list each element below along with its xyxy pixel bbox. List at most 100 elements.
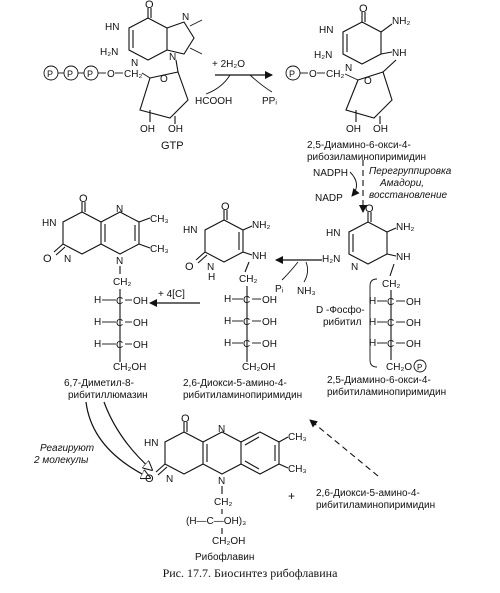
daorbp-oxo: O bbox=[365, 203, 374, 215]
gtp-2-oh: OH bbox=[140, 124, 155, 135]
doarp2-label-line-1: 2,6-Диокси-5-амино-4- bbox=[316, 488, 420, 499]
amadori-note-line-3: восстановление bbox=[369, 190, 448, 201]
dmrl-c-3: C bbox=[116, 340, 123, 351]
daorbp-p: P bbox=[417, 363, 422, 372]
doarp-nh2: NH₂ bbox=[252, 220, 270, 231]
daorbp-nh2: NH₂ bbox=[396, 222, 414, 233]
riboflavin-biosynthesis-scheme: O HN H₂N N N N O OH OH P P P O CH₂ GTP + bbox=[33, 0, 454, 563]
daorbp-h-1: H bbox=[369, 296, 376, 307]
doarp2-label: 2,6-Диокси-5-амино-4- рибитиламинопирими… bbox=[316, 488, 435, 511]
daorbp-h-2: H bbox=[369, 317, 376, 328]
deamination-arrow: Pᵢ NH₃ bbox=[275, 256, 322, 297]
doarp2-label-line-2: рибитиламинопиримидин bbox=[316, 499, 435, 511]
dmrl-oh-1: OH bbox=[133, 296, 148, 307]
gtp-p3: P bbox=[87, 69, 93, 79]
daorbp-oh-1: OH bbox=[406, 297, 421, 308]
daorp-nh: NH bbox=[392, 48, 406, 59]
gtp-p1: P bbox=[47, 69, 53, 79]
dmrl-n1: N bbox=[64, 254, 71, 265]
daorbp-ch2o: CH₂O bbox=[386, 362, 412, 373]
condensation-arrow: + 4[C] bbox=[149, 289, 200, 307]
figure-caption: Рис. 17.7. Биосинтез рибофлавина bbox=[162, 566, 338, 580]
daorbp-label: 2,5-Диамино-6-окси-4- рибитиламинопирими… bbox=[327, 375, 446, 398]
pi-product: Pᵢ bbox=[275, 284, 284, 295]
doarp-c-3: C bbox=[243, 339, 250, 350]
doarp-h-1: H bbox=[224, 294, 231, 305]
daorp-label-line-2: рибозиламинопиримидин bbox=[307, 151, 426, 163]
daorbp-ch2: CH₂ bbox=[382, 279, 400, 290]
doarp-ch2oh: CH₂OH bbox=[242, 362, 275, 373]
riboflavin-n1: N bbox=[166, 474, 173, 485]
daorbp-label-line-2: рибитиламинопиримидин bbox=[327, 386, 446, 398]
daorp-3-oh: OH bbox=[373, 124, 388, 135]
dmrl-h-2: H bbox=[94, 317, 101, 328]
daorp-h2n: H₂N bbox=[314, 50, 332, 61]
dmrl-oxo-2: O bbox=[43, 253, 52, 265]
dmrl-ch3-1: CH₃ bbox=[150, 214, 169, 225]
daorbp-c-3: C bbox=[387, 339, 394, 350]
doarp-nh: NH bbox=[252, 251, 266, 262]
doarp-h-3: H bbox=[224, 338, 231, 349]
dmrl-n8: N bbox=[116, 256, 123, 267]
doarp-hn: HN bbox=[183, 225, 197, 236]
amadori-note-line-1: Перегруппировка bbox=[369, 166, 452, 177]
gtp-3-oh: OH bbox=[168, 124, 183, 135]
daorp-structure: O HN H₂N N NH₂ NH O OH OH P O CH₂ 2,5-Ди… bbox=[285, 3, 426, 163]
daorp-p: P bbox=[289, 69, 295, 79]
riboflavin-oxo-2: O bbox=[145, 473, 154, 485]
riboflavin-ch2: CH₂ bbox=[214, 497, 232, 508]
riboflavin-hn: HN bbox=[144, 438, 158, 449]
ppi-product: PPᵢ bbox=[262, 96, 277, 107]
daorp-n3: N bbox=[345, 63, 352, 74]
daorbp-hn: HN bbox=[326, 228, 340, 239]
daorbp-c-1: C bbox=[387, 297, 394, 308]
gtp-hydrolysis-arrow: + 2H₂O HCOOH PPᵢ bbox=[195, 59, 277, 107]
dmrl-ribityl-carbons: H C OH H C OH H C OH bbox=[94, 295, 148, 351]
riboflavin-ch3-1: CH₃ bbox=[288, 432, 307, 443]
riboflavin-n10: N bbox=[218, 476, 225, 487]
dmrl-oxo-1: O bbox=[79, 193, 88, 205]
doarp-h-2: H bbox=[224, 316, 231, 327]
daorbp-nh: NH bbox=[396, 252, 410, 263]
daorp-o-link: O bbox=[309, 69, 317, 80]
gtp-n7: N bbox=[182, 12, 189, 23]
gtp-ring-o: O bbox=[160, 74, 168, 85]
riboflavin-ch3-2: CH₃ bbox=[288, 464, 307, 475]
dmrl-label: 6,7-Диметил-8- рибитиллюмазин bbox=[64, 378, 148, 401]
dmrl-structure: O HN O N N N CH₃ CH₃ CH₂ H C OH H C OH H… bbox=[42, 193, 169, 401]
gtp-o-link: O bbox=[107, 69, 115, 80]
react-two-note: Реагируют 2 молекулы bbox=[33, 443, 97, 466]
doarp-c-2: C bbox=[243, 317, 250, 328]
plus-sign: + bbox=[288, 489, 295, 503]
phosphoribityl-note-line-2: рибитил bbox=[323, 316, 362, 328]
riboflavin-ch2oh: CH₂OH bbox=[212, 536, 245, 547]
gtp-hn: HN bbox=[105, 22, 119, 33]
daorp-ring-o: O bbox=[364, 76, 372, 87]
daorp-oxo: O bbox=[359, 3, 368, 15]
daorbp-ribityl-carbons: H C OH H C OH H C OH bbox=[369, 296, 421, 350]
doarp-label-line-2: рибитиламинопиримидин bbox=[183, 389, 302, 401]
daorbp-oh-3: OH bbox=[406, 339, 421, 350]
daorbp-label-line-1: 2,5-Диамино-6-окси-4- bbox=[327, 375, 431, 386]
doarp-structure: O HN O N H NH₂ NH CH₂ H C OH H C OH H C bbox=[183, 201, 302, 401]
doarp-h: H bbox=[208, 272, 215, 283]
doarp-label-line-1: 2,6-Диокси-5-амино-4- bbox=[183, 378, 287, 389]
dmrl-hn: HN bbox=[42, 218, 56, 229]
daorp-label: 2,5-Диамино-6-окси-4- рибозиламинопирими… bbox=[307, 140, 426, 163]
dmrl-n5: N bbox=[116, 204, 123, 215]
amadori-arrow: NADPH NADP Перегруппировка Амадори, восс… bbox=[313, 160, 454, 213]
dmrl-c-1: C bbox=[116, 296, 123, 307]
amadori-note: Перегруппировка Амадори, восстановление bbox=[369, 166, 454, 201]
riboflavin-oxo-1: O bbox=[181, 413, 190, 425]
gtp-p2: P bbox=[67, 69, 73, 79]
dmrl-oh-2: OH bbox=[133, 318, 148, 329]
riboflavin-chain: (H—C—OH)₃ bbox=[186, 516, 246, 527]
daorp-nh2: NH₂ bbox=[392, 16, 410, 27]
gtp-label: GTP bbox=[161, 140, 184, 152]
daorbp-h2n: H₂N bbox=[322, 254, 340, 265]
dmrl-label-line-1: 6,7-Диметил-8- bbox=[64, 378, 134, 389]
gtp-oxo: O bbox=[145, 0, 154, 11]
gtp-n3: N bbox=[131, 58, 138, 69]
dmrl-label-line-2: рибитиллюмазин bbox=[68, 389, 148, 401]
react-two-note-line-2: 2 молекулы bbox=[33, 455, 89, 466]
